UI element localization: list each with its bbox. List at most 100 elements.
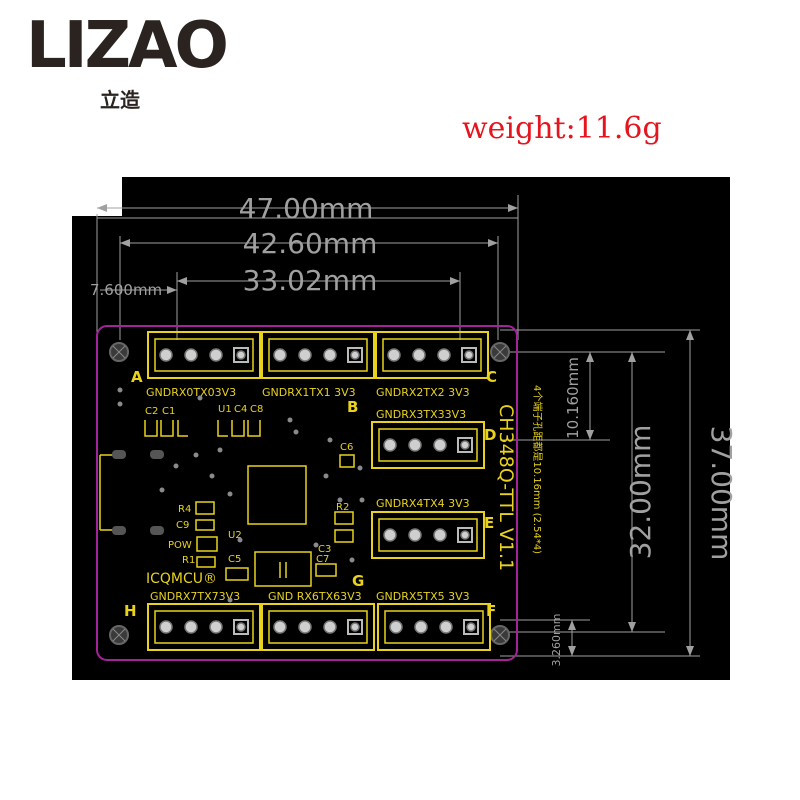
connector-pin [408, 528, 422, 542]
dim-width-42: 42.60mm [243, 227, 378, 260]
brand-name: LIZAO [26, 9, 229, 83]
connector-outline [261, 331, 375, 379]
connector-inner [378, 428, 478, 462]
connector-pin [236, 350, 246, 360]
crystal-outline [254, 551, 312, 587]
connector-letter: H [124, 602, 137, 620]
connector-pin [437, 348, 451, 362]
dim-offset-7: 7.600mm [90, 281, 162, 299]
connector-pin [209, 620, 223, 634]
connector-pin [159, 348, 173, 362]
connector-pin [350, 622, 360, 632]
dimension-arrows [97, 204, 694, 656]
connector-pin [408, 438, 422, 452]
connector-pin [383, 438, 397, 452]
dim-height-32: 32.00mm [624, 425, 657, 560]
connector-letter: A [131, 368, 143, 386]
connector-letter: C [486, 368, 497, 386]
dimension-lines [96, 195, 700, 657]
connector-letter: F [486, 602, 496, 620]
connector-pin [298, 620, 312, 634]
connector-pin [433, 528, 447, 542]
connector-label: GND RX6TX63V3 [268, 590, 362, 603]
dim-height-37: 37.00mm [705, 426, 738, 561]
chip-outline [247, 465, 307, 525]
connector-pin [464, 350, 474, 360]
brand-mark: ICQMCU® [146, 571, 217, 587]
connector-pin [273, 348, 287, 362]
connector-outline [371, 421, 485, 469]
connector-letter: D [484, 426, 496, 444]
connector-inner [384, 610, 484, 644]
connector-pin [209, 348, 223, 362]
label-c7: C7 [316, 554, 329, 565]
label-c3: C3 [318, 544, 331, 555]
label-u2: U2 [228, 530, 242, 541]
connector-label: GNDRX0TX03V3 [146, 386, 236, 399]
components [99, 420, 355, 587]
connector-pin [389, 620, 403, 634]
connector-outline [377, 603, 491, 651]
dim-pitch-10: 10.160mm [564, 357, 582, 439]
label-c8: C8 [250, 404, 263, 415]
board-title: CH348Q-TTL V1.1 [495, 404, 517, 571]
connector-letter: E [484, 514, 494, 532]
connector-label: GNDRX4TX4 3V3 [376, 497, 470, 510]
pads [112, 450, 164, 535]
connector-outline [147, 603, 261, 651]
connector-label: GNDRX1TX1 3V3 [262, 386, 356, 399]
connector-pin [433, 438, 447, 452]
connector-pin [236, 622, 246, 632]
mounting-hole [490, 625, 510, 645]
connector-pin [350, 350, 360, 360]
connector-pin [460, 530, 470, 540]
mounting-holes [109, 342, 510, 645]
connector: GNDRX2TX2 3V3 C [375, 331, 497, 399]
connector-pin [439, 620, 453, 634]
connector-label: GNDRX3TX33V3 [376, 408, 466, 421]
pitch-note: 4个端子孔距都是10.16mm (2.54*4) [531, 385, 544, 554]
connector-label: GNDRX7TX73V3 [150, 590, 240, 603]
label-r4: R4 [178, 504, 191, 515]
mounting-hole [490, 342, 510, 362]
connector-pin [460, 440, 470, 450]
connector-pin [323, 348, 337, 362]
vias [117, 387, 365, 603]
label-c4: C4 [234, 404, 247, 415]
connector-pin [273, 620, 287, 634]
connector-inner [378, 518, 478, 552]
label-c2: C2 [145, 406, 158, 417]
label-c5: C5 [228, 554, 241, 565]
label-u1: U1 [218, 404, 232, 415]
connector-inner [154, 610, 254, 644]
connector-pin [414, 620, 428, 634]
label-c6: C6 [340, 442, 353, 453]
connector-pin [387, 348, 401, 362]
connector-outline [371, 511, 485, 559]
label-pow: POW [168, 540, 192, 551]
connector-label: GNDRX2TX2 3V3 [376, 386, 470, 399]
connector-outline [375, 331, 489, 379]
label-r2: R2 [336, 502, 349, 513]
connector-pin [412, 348, 426, 362]
mounting-hole [109, 625, 129, 645]
dim-edge-3: 3.260mm [550, 614, 563, 667]
board-outline [96, 325, 518, 661]
connector-pin [323, 620, 337, 634]
connector-letter: B [347, 398, 358, 416]
connector-pin [383, 528, 397, 542]
label-c9: C9 [176, 520, 189, 531]
connector-pin [184, 348, 198, 362]
connector-pin [159, 620, 173, 634]
connector-pin [466, 622, 476, 632]
connector-pin [298, 348, 312, 362]
brand-subtitle: 立造 [100, 88, 140, 112]
connector-outline [147, 331, 261, 379]
